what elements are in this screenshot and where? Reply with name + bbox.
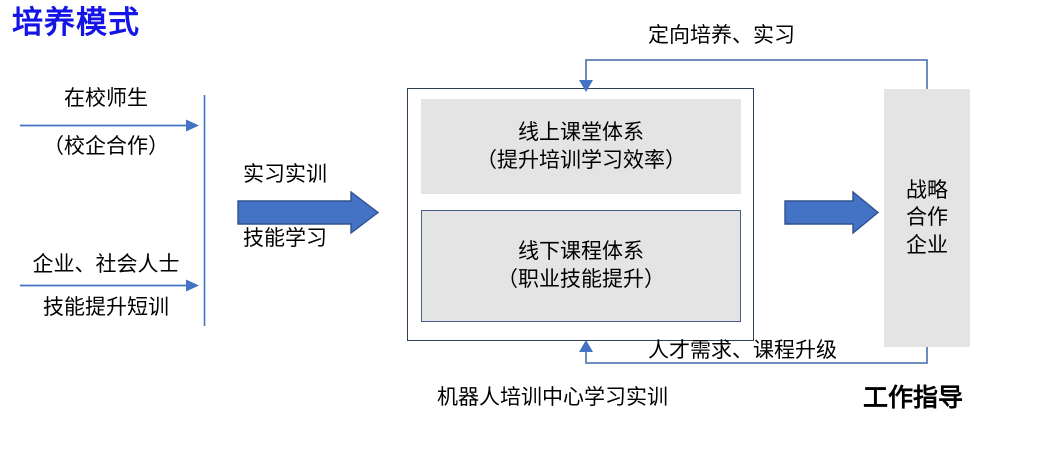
strategic-partner-box: 战略合作企业 xyxy=(884,89,970,347)
middle-arrow-label-bottom: 技能学习 xyxy=(243,227,327,250)
offline-course-line1: 线下课程体系 xyxy=(518,240,644,264)
caption-training-center: 机器人培训中心学习实训 xyxy=(437,386,668,409)
online-course-line2: （提升培训学习效率） xyxy=(476,148,686,172)
partner-line1: 战略 xyxy=(906,179,948,203)
middle-arrow-label-top: 实习实训 xyxy=(243,163,327,186)
bottom-connector-label: 人才需求、课程升级 xyxy=(648,339,837,362)
strategic-partner-text: 战略合作企业 xyxy=(906,177,948,259)
right-block-arrow xyxy=(784,190,880,235)
caption-work-guidance: 工作指导 xyxy=(863,384,964,412)
offline-course-line2: （职业技能提升） xyxy=(497,268,665,291)
left-group-a-line2: （校企合作） xyxy=(43,135,169,158)
offline-course-text: 线下课程体系 （职业技能提升） xyxy=(497,238,665,293)
online-course-line1: 线上课堂体系 xyxy=(518,120,644,144)
top-connector-label: 定向培养、实习 xyxy=(648,24,795,47)
offline-course-box: 线下课程体系 （职业技能提升） xyxy=(421,210,741,322)
left-group-a-line1: 在校师生 xyxy=(64,87,148,110)
online-course-box: 线上课堂体系 （提升培训学习效率） xyxy=(421,99,741,194)
left-group-b-line1: 企业、社会人士 xyxy=(32,253,180,276)
page-title: 培养模式 xyxy=(12,5,140,40)
partner-line2: 合作 xyxy=(906,206,948,230)
left-thin-arrow-bottom xyxy=(20,279,199,292)
online-course-text: 线上课堂体系 （提升培训学习效率） xyxy=(476,119,686,174)
partner-line3: 企业 xyxy=(906,233,948,257)
left-thin-arrow-top xyxy=(20,119,199,132)
left-group-b-line2: 技能提升短训 xyxy=(43,296,169,319)
